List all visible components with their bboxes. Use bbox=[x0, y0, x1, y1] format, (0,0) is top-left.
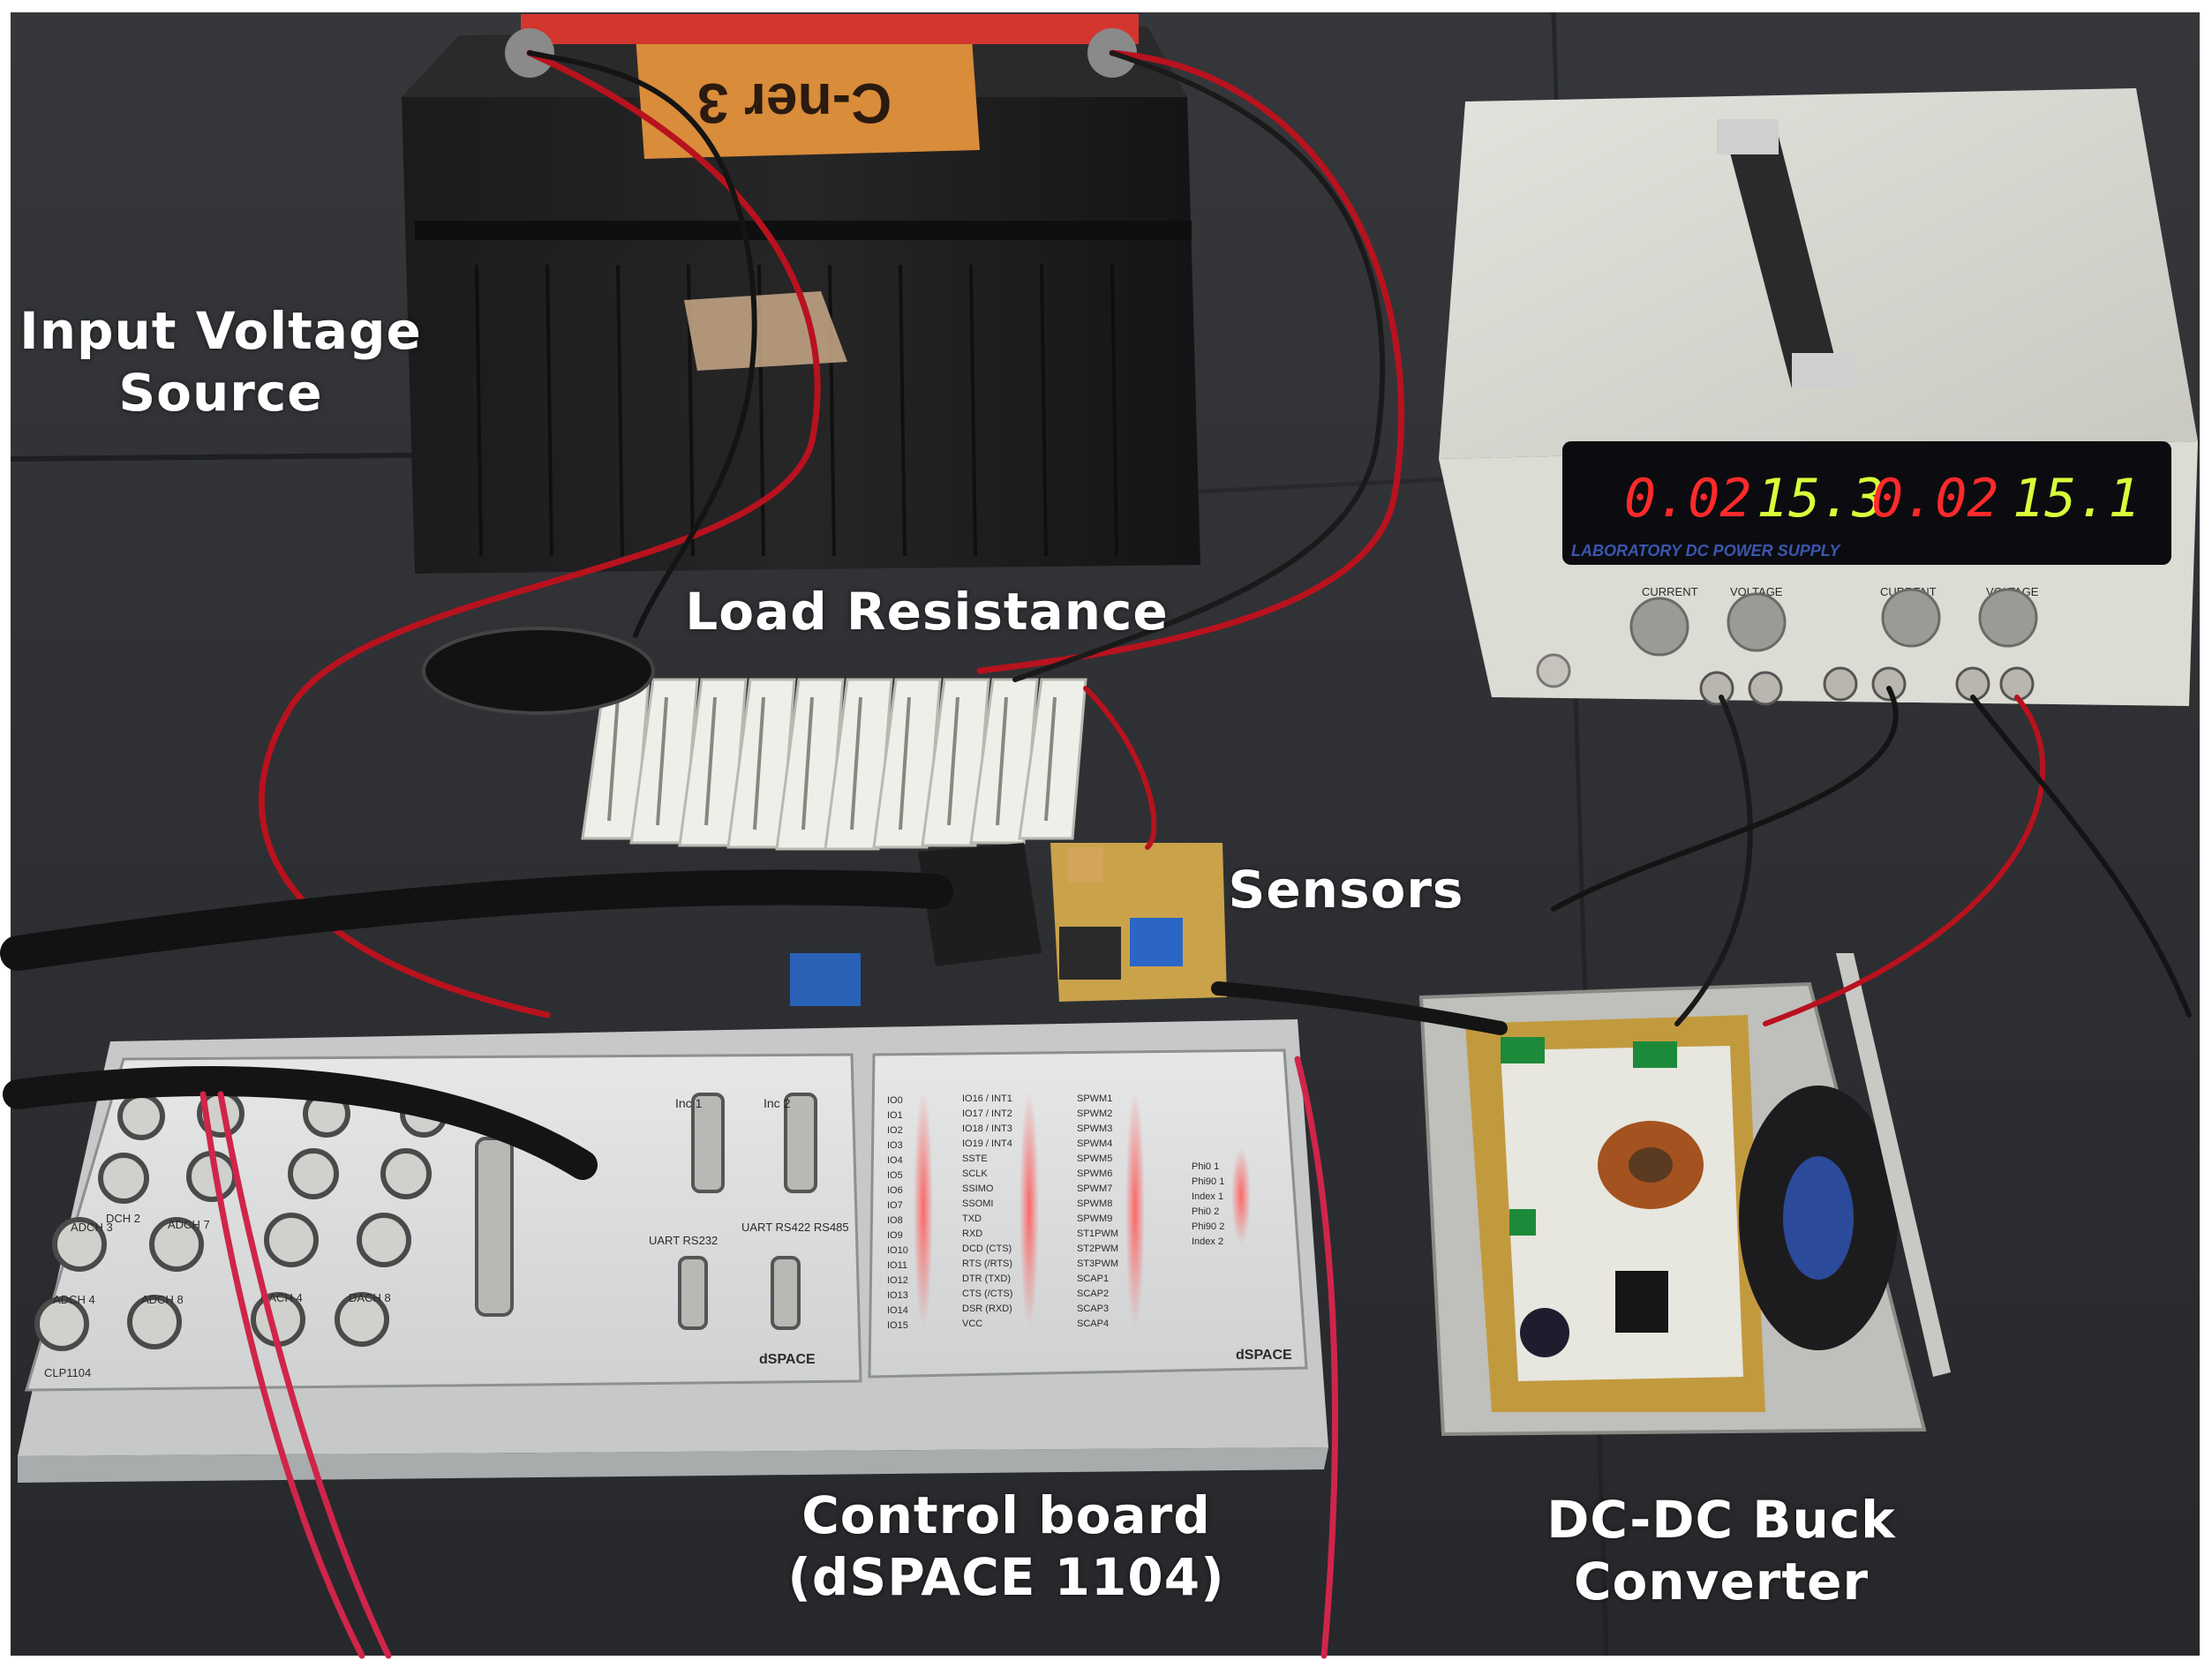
io-pin-label: IO14 bbox=[887, 1305, 908, 1316]
psu-slave-voltage-readout: 15.3 bbox=[1757, 468, 1885, 530]
adc-label: ADCH 4 bbox=[53, 1293, 95, 1306]
io-pin-label: IO1 bbox=[887, 1110, 903, 1121]
io-pin-label: SPWM9 bbox=[1077, 1213, 1112, 1224]
connector-label-inc1: Inc 1 bbox=[675, 1096, 703, 1110]
adc-label: DACH 4 bbox=[260, 1291, 303, 1304]
io-pin-label: IO11 bbox=[887, 1260, 907, 1271]
io-pin-label: SSOMI bbox=[962, 1198, 993, 1209]
connector-label-uart232: UART RS232 bbox=[649, 1234, 718, 1247]
io-pin-label: DCD (CTS) bbox=[962, 1243, 1012, 1254]
psu-knob-label: VOLTAGE bbox=[1730, 585, 1783, 598]
io-label-group: IO0IO1IO2IO3IO4IO5IO6IO7IO8IO9IO10IO11IO… bbox=[887, 1093, 1224, 1331]
wiring bbox=[0, 49, 2192, 1659]
dspace-model: CLP1104 bbox=[44, 1366, 91, 1379]
io-pin-label: SPWM6 bbox=[1077, 1168, 1112, 1179]
label-load-resistance: Load Resistance bbox=[685, 582, 1169, 642]
io-pin-label: SPWM5 bbox=[1077, 1153, 1112, 1164]
psu-knobs bbox=[1629, 588, 2038, 657]
io-pin-label: IO10 bbox=[887, 1245, 908, 1256]
io-pin-label: Phi90 1 bbox=[1192, 1176, 1224, 1187]
io-pin-label: Index 1 bbox=[1192, 1191, 1223, 1202]
io-pin-label: SPWM3 bbox=[1077, 1123, 1112, 1134]
io-pin-label: IO16 / INT1 bbox=[962, 1093, 1012, 1104]
psu-master-voltage-readout: 15.1 bbox=[2013, 468, 2141, 530]
battery: C-ner 3 bbox=[402, 14, 1200, 574]
adc-label: ADCH 3 bbox=[71, 1221, 113, 1234]
psu-knob-label: CURRENT bbox=[1642, 585, 1698, 598]
io-pin-label: DSR (RXD) bbox=[962, 1304, 1012, 1314]
io-pin-label: ST1PWM bbox=[1077, 1228, 1118, 1239]
io-pin-label: IO5 bbox=[887, 1170, 903, 1181]
io-pin-label: Phi90 2 bbox=[1192, 1221, 1224, 1232]
io-pin-label: Index 2 bbox=[1192, 1236, 1223, 1247]
io-pin-label: SSTE bbox=[962, 1153, 988, 1164]
io-pin-label: IO19 / INT4 bbox=[962, 1138, 1012, 1149]
io-pin-label: SCAP3 bbox=[1077, 1304, 1109, 1314]
io-pin-label: IO4 bbox=[887, 1155, 903, 1166]
sensor-board bbox=[790, 843, 1227, 1006]
dc-dc-buck-converter bbox=[1418, 953, 1951, 1437]
label-control-board: Control board (dSPACE 1104) bbox=[787, 1485, 1225, 1607]
io-pin-label: IO7 bbox=[887, 1200, 903, 1211]
io-pin-label: VCC bbox=[962, 1319, 982, 1329]
io-pin-label: ST2PWM bbox=[1077, 1243, 1118, 1254]
io-pin-label: SPWM1 bbox=[1077, 1093, 1112, 1104]
adc-label: ADCH 8 bbox=[141, 1293, 184, 1306]
label-sensors: Sensors bbox=[1228, 860, 1464, 920]
io-pin-label: SPWM7 bbox=[1077, 1183, 1112, 1194]
psu-panel-title: LABORATORY DC POWER SUPPLY bbox=[1571, 542, 1841, 560]
io-pin-label: SCAP1 bbox=[1077, 1274, 1109, 1284]
io-pin-label: IO2 bbox=[887, 1125, 903, 1136]
adc-label: DCH 2 bbox=[106, 1212, 140, 1225]
psu-slave-current-readout: 0.02 bbox=[1624, 468, 1752, 530]
io-pin-label: IO15 bbox=[887, 1320, 908, 1331]
io-pin-label: IO9 bbox=[887, 1230, 903, 1241]
dspace-brand-left: dSPACE bbox=[759, 1352, 816, 1367]
io-pin-label: RTS (/RTS) bbox=[962, 1259, 1012, 1269]
label-dc-dc-buck-converter: DC-DC Buck Converter bbox=[1546, 1490, 1896, 1612]
io-pin-label: SPWM2 bbox=[1077, 1108, 1112, 1119]
io-pin-label: DTR (TXD) bbox=[962, 1274, 1011, 1284]
io-pin-label: SSIMO bbox=[962, 1183, 994, 1194]
psu-display bbox=[1562, 441, 2171, 565]
connector-label-inc2: Inc 2 bbox=[764, 1096, 791, 1110]
io-pin-label: Phi0 1 bbox=[1192, 1161, 1219, 1172]
io-pin-label: SCAP2 bbox=[1077, 1289, 1109, 1299]
io-pin-label: TXD bbox=[962, 1213, 982, 1224]
io-pin-label: SPWM4 bbox=[1077, 1138, 1112, 1149]
adc-label: DACH 8 bbox=[349, 1291, 391, 1304]
dspace-control-board: DCH 2 ADCH 3 ADCH 4 ADCH 7 ADCH 8 DACH 4… bbox=[18, 1019, 1328, 1483]
io-pin-label: IO0 bbox=[887, 1095, 903, 1106]
psu-master-current-readout: 0.02 bbox=[1871, 468, 1999, 530]
dc-power-supply: 0.02 15.3 0.02 15.1 LABORATORY DC POWER … bbox=[1439, 88, 2198, 706]
io-pin-label: ST3PWM bbox=[1077, 1259, 1118, 1269]
io-pin-label: SCAP4 bbox=[1077, 1319, 1109, 1329]
io-pin-label: Phi0 2 bbox=[1192, 1206, 1219, 1217]
load-resistor-bank bbox=[581, 678, 1087, 851]
io-pin-label: RXD bbox=[962, 1228, 982, 1239]
io-pin-label: IO12 bbox=[887, 1275, 908, 1286]
adc-label: ADCH 7 bbox=[168, 1218, 210, 1231]
dspace-brand-right: dSPACE bbox=[1236, 1348, 1292, 1363]
io-pin-label: SPWM8 bbox=[1077, 1198, 1112, 1209]
io-pin-label: IO17 / INT2 bbox=[962, 1108, 1012, 1119]
io-pin-label: SCLK bbox=[962, 1168, 988, 1179]
io-pin-label: IO8 bbox=[887, 1215, 903, 1226]
io-pin-label: IO3 bbox=[887, 1140, 903, 1151]
label-input-voltage-source: Input Voltage Source bbox=[19, 301, 422, 423]
io-pin-label: IO6 bbox=[887, 1185, 903, 1196]
io-pin-label: CTS (/CTS) bbox=[962, 1289, 1012, 1299]
battery-sticker-text: C-ner 3 bbox=[697, 71, 892, 135]
io-pin-label: IO13 bbox=[887, 1290, 908, 1301]
io-pin-label: IO18 / INT3 bbox=[962, 1123, 1012, 1134]
connector-label-uart422: UART RS422 RS485 bbox=[741, 1221, 849, 1234]
led-columns bbox=[914, 1090, 1251, 1328]
